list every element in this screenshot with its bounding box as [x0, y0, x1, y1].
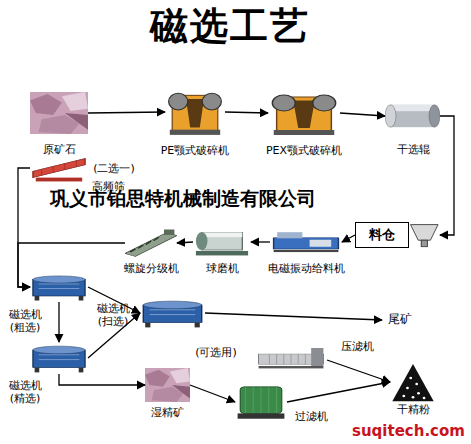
machine-illustration: [30, 342, 88, 374]
machine-illustration: [390, 362, 436, 402]
node-label: PE颚式破碎机: [150, 144, 240, 157]
machine-illustration: [140, 297, 205, 329]
process-node: 原矿石: [30, 92, 88, 134]
node-label: (二选一): [86, 162, 142, 175]
node-label: (可选用): [186, 346, 246, 359]
machine-illustration: [385, 100, 440, 132]
machine-illustration: [270, 228, 342, 256]
flow-arrow: [287, 382, 390, 402]
process-node: 压滤机(可选用): [255, 345, 327, 375]
machine-illustration: [30, 92, 88, 134]
process-node: 干选辊: [385, 100, 440, 132]
machine-illustration: [30, 152, 88, 184]
process-node: PE颚式破碎机: [165, 86, 225, 138]
node-label: 球磨机: [187, 262, 257, 275]
process-node: 尾矿: [382, 311, 418, 329]
bin-box-label: 料仓: [355, 222, 409, 248]
flow-arrow: [58, 302, 59, 342]
process-node: 干精粉: [390, 362, 436, 402]
flow-arrow: [327, 360, 390, 382]
watermark-text: suqitech.com: [352, 422, 465, 440]
process-node: 螺旋分级机: [125, 228, 177, 258]
flow-arrow: [440, 116, 454, 235]
node-label: 电磁振动给料机: [251, 262, 361, 275]
node-label: 磁选机 (精选): [4, 379, 46, 405]
machine-illustration: [235, 383, 287, 421]
node-label: 压滤机: [332, 340, 382, 353]
machine-illustration: [193, 226, 251, 258]
flow-arrow: [342, 235, 355, 242]
node-label: 磁选机 (扫选): [92, 302, 134, 328]
flow-arrow: [177, 242, 193, 243]
flow-arrow: [88, 287, 140, 313]
process-node: 磁选机 (精选): [30, 342, 88, 374]
flow-arrow: [340, 113, 385, 116]
process-node: 磁选机 (扫选): [140, 297, 205, 329]
process-node: 球磨机: [193, 226, 251, 258]
flow-arrow: [190, 385, 235, 402]
node-label: 干精粉: [378, 403, 448, 416]
flow-arrow: [18, 168, 30, 287]
node-label: 磁选机 (粗选): [4, 308, 46, 334]
process-node: 电磁振动给料机: [270, 228, 342, 256]
machine-illustration: [268, 88, 340, 138]
node-label: 尾矿: [382, 313, 418, 326]
flow-arrow: [251, 241, 270, 242]
machine-illustration: [145, 368, 190, 402]
flow-arrow: [88, 112, 165, 113]
diagram-title: 磁选工艺: [100, 2, 360, 50]
process-node: 过滤机: [235, 383, 287, 421]
node-label: 螺旋分级机: [111, 262, 191, 275]
hopper-illustration: [409, 222, 440, 248]
machine-illustration: [125, 228, 177, 258]
flow-arrow: [88, 313, 140, 358]
node-label: 干选辊: [378, 143, 448, 156]
watermark-text: 巩义市铂思特机械制造有限公司: [50, 186, 316, 212]
flow-arrow: [59, 374, 145, 385]
flow-arrow: [18, 243, 125, 287]
process-node: 湿精矿: [145, 368, 190, 402]
flow-arrow: [225, 112, 268, 113]
machine-illustration: [255, 345, 327, 375]
node-label: 湿精矿: [132, 406, 202, 419]
process-node: PEX颚式破碎机: [268, 88, 340, 138]
process-node: 高频筛(二选一): [30, 152, 88, 184]
process-node: 磁选机 (粗选): [30, 272, 88, 302]
node-label: PEX颚式破碎机: [254, 144, 354, 157]
node-label: 过滤机: [286, 410, 336, 423]
machine-illustration: [30, 272, 88, 302]
node-label: 原矿石: [24, 143, 94, 156]
process-node: 料仓: [355, 222, 440, 248]
machine-illustration: [165, 86, 225, 138]
flow-arrow: [205, 313, 382, 320]
